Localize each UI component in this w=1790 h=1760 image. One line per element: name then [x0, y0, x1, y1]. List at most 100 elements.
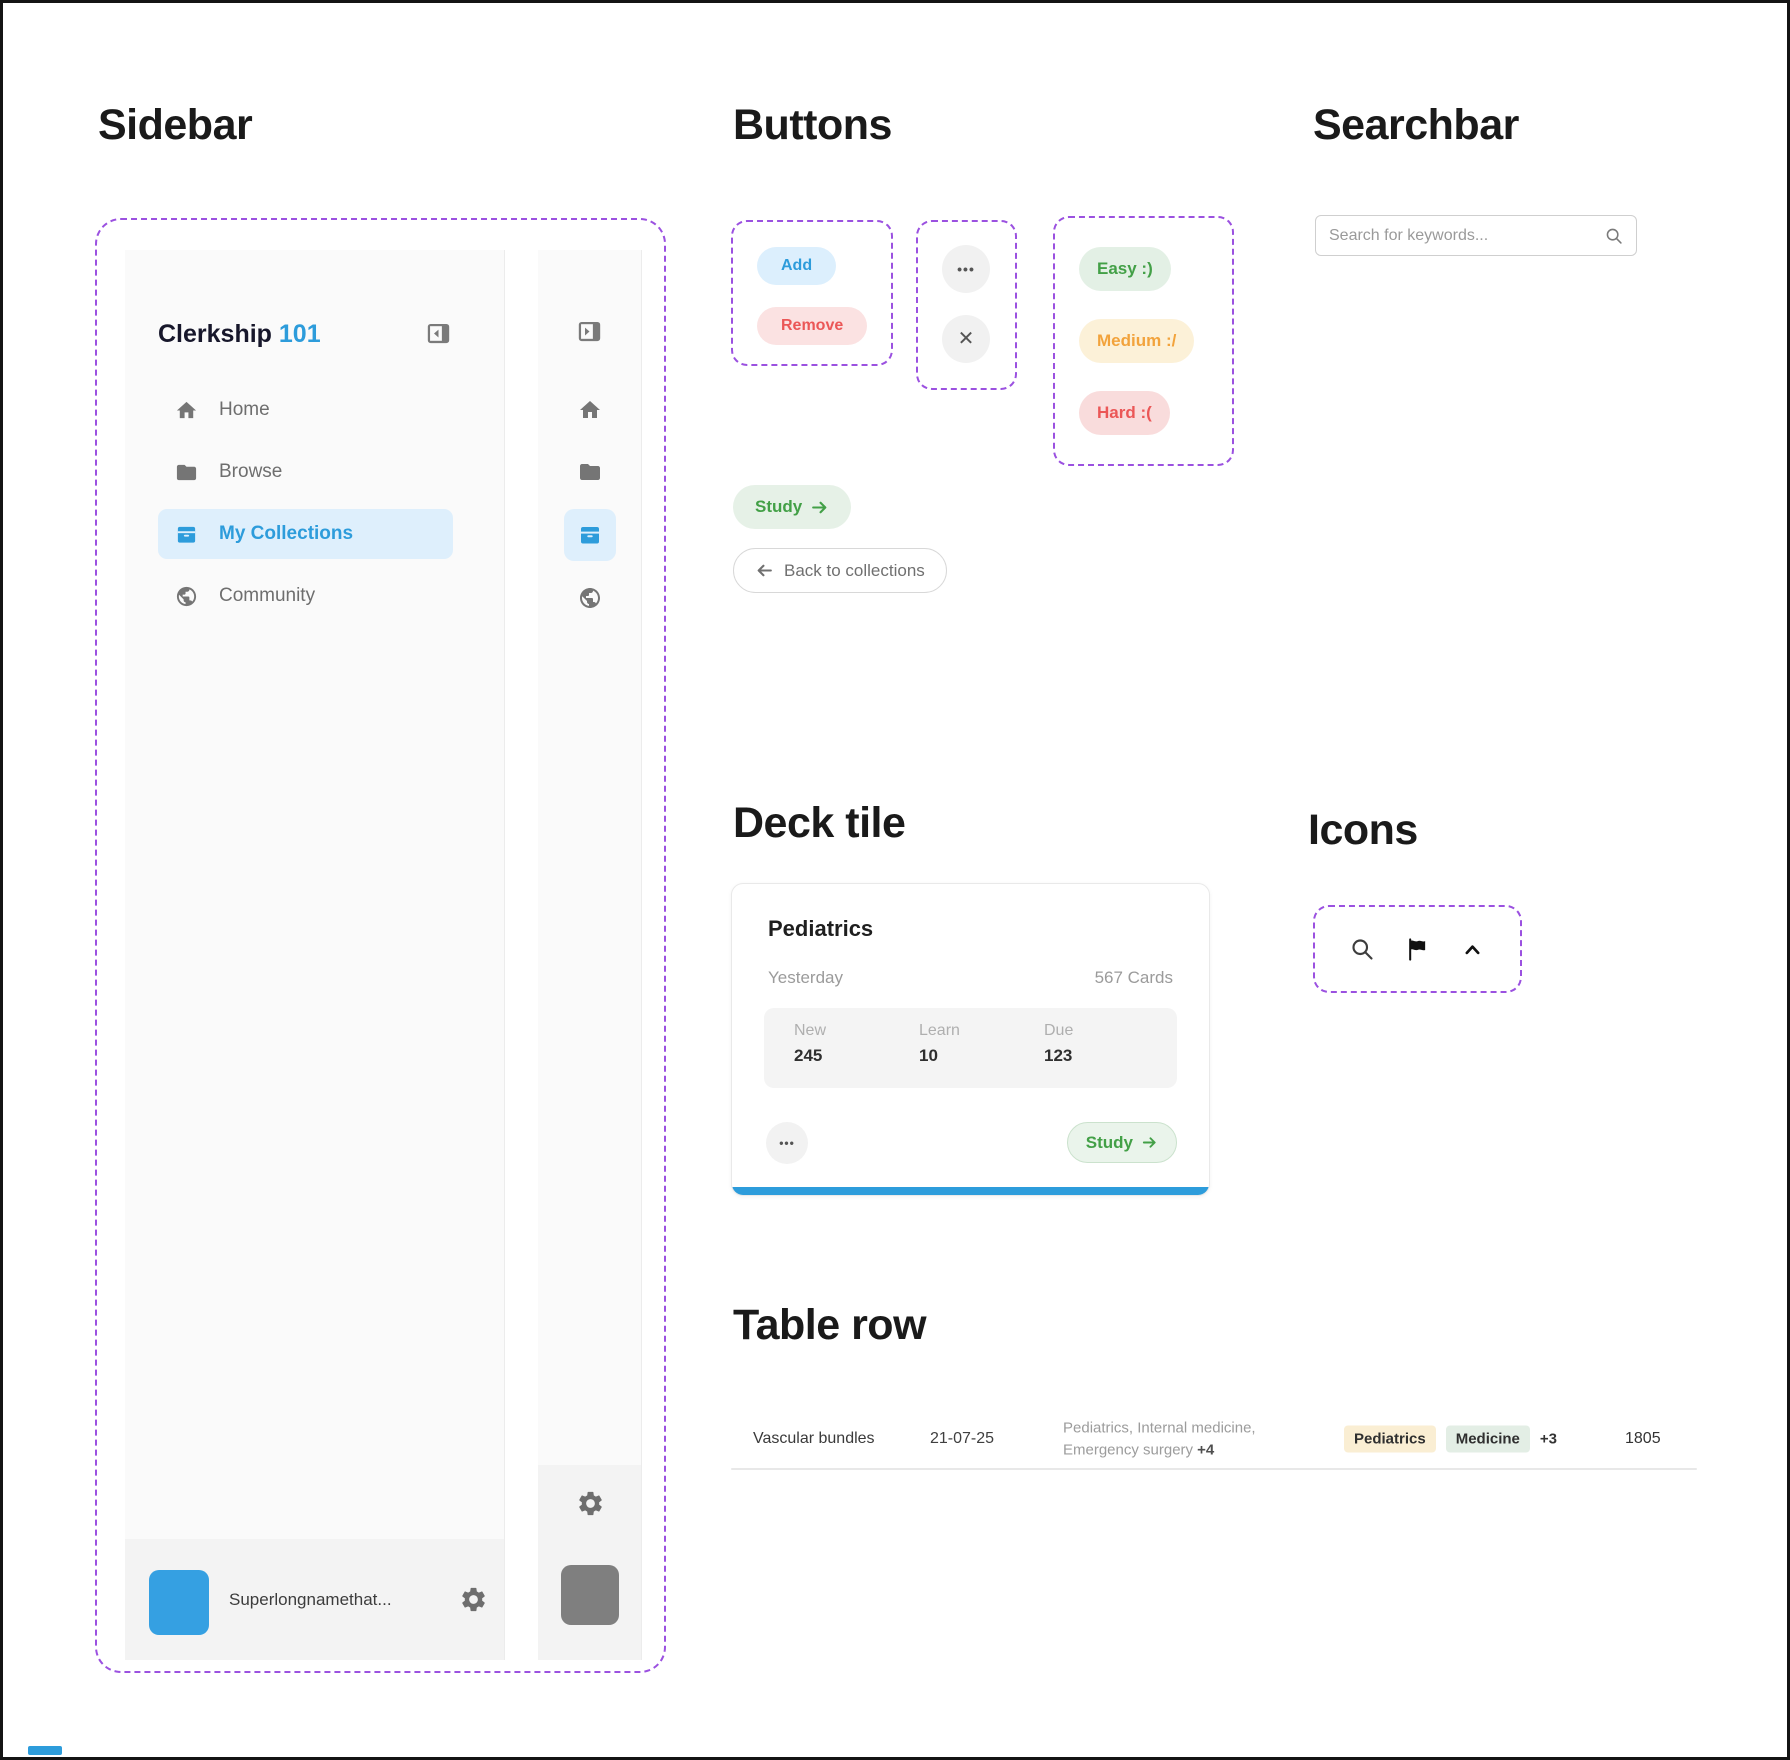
sidebar-collapse-icon: [427, 323, 450, 344]
sidebar-item-community[interactable]: Community: [158, 571, 453, 621]
back-to-collections-button[interactable]: Back to collections: [733, 548, 947, 593]
gear-icon: [462, 1587, 485, 1612]
sidebar-user-section: [538, 1465, 641, 1660]
home-icon: [176, 401, 197, 418]
flag-icon: [1409, 937, 1426, 961]
row-date: 21-07-25: [930, 1430, 995, 1447]
buttons-group-difficulty: Easy :) Medium :/ Hard :(: [1053, 216, 1234, 466]
avatar: [149, 1570, 209, 1635]
stat-label: Due: [1044, 1022, 1074, 1039]
sidebar-collapsed-nav: [538, 385, 641, 635]
section-title-buttons: Buttons: [733, 101, 892, 149]
back-button-label: Back to collections: [784, 560, 925, 580]
deck-last-studied: Yesterday: [768, 968, 843, 987]
deck-tile[interactable]: Pediatrics Yesterday 567 Cards New 245 L…: [731, 883, 1210, 1196]
arrow-left-icon: [757, 564, 772, 577]
buttons-group-add-remove: Add Remove: [731, 220, 893, 366]
folder-icon: [176, 464, 197, 480]
collections-box-icon: [580, 527, 599, 544]
ellipsis-icon: •••: [779, 1136, 795, 1150]
sidebar-item-home[interactable]: [564, 385, 616, 435]
user-name: Superlongnamethat...: [229, 1589, 392, 1609]
sidebar-item-label: Browse: [219, 461, 283, 482]
stat-label: New: [794, 1022, 827, 1039]
search-icon[interactable]: [1604, 226, 1624, 246]
sidebar-collapsed: [538, 250, 642, 1660]
brand-title: Clerkship 101: [158, 320, 321, 349]
arrow-right-icon: [812, 501, 827, 513]
row-tags: Pediatrics Medicine +3: [1344, 1425, 1558, 1453]
row-specialties-line1: Pediatrics, Internal medicine,: [1063, 1419, 1256, 1437]
add-button[interactable]: Add: [757, 247, 837, 285]
tag-medicine: Medicine: [1445, 1425, 1530, 1453]
search-input[interactable]: [1316, 226, 1604, 245]
deck-stats: New 245 Learn 10 Due 123: [764, 1008, 1177, 1088]
deck-cards-count: 567 Cards: [1094, 968, 1173, 987]
row-specialties-more: +4: [1197, 1441, 1215, 1458]
stat-new: New 245: [794, 1022, 826, 1066]
cropped-progress-bar-artifact: [28, 1746, 62, 1755]
table-row[interactable]: Vascular bundles 21-07-25 Pediatrics, In…: [731, 1408, 1697, 1470]
sidebar-item-my-collections[interactable]: My Collections: [158, 509, 453, 559]
section-title-table-row: Table row: [733, 1301, 927, 1349]
sidebar-item-label: My Collections: [219, 523, 354, 544]
sidebar-expand-icon: [578, 321, 601, 342]
stat-value: 10: [919, 1046, 938, 1065]
remove-button[interactable]: Remove: [757, 307, 868, 345]
close-button[interactable]: ✕: [942, 315, 990, 363]
study-button[interactable]: Study: [733, 485, 852, 529]
settings-button[interactable]: [459, 1585, 488, 1614]
sidebar-item-browse[interactable]: [564, 447, 616, 497]
stat-value: 245: [794, 1046, 823, 1065]
search-icon: [1352, 938, 1373, 960]
search-bar: [1315, 215, 1637, 256]
easy-button[interactable]: Easy :): [1079, 247, 1171, 291]
icons-specimen-group: [1313, 905, 1522, 993]
row-divider: [731, 1468, 1697, 1470]
deck-study-button[interactable]: Study: [1066, 1122, 1177, 1163]
sidebar-collapse-button[interactable]: [425, 320, 452, 347]
sidebar-item-label: Home: [219, 399, 270, 420]
globe-icon: [579, 588, 600, 608]
row-specialties: Pediatrics, Internal medicine, Emergency…: [1063, 1417, 1256, 1461]
deck-more-button[interactable]: •••: [766, 1122, 808, 1164]
row-card-count: 1805: [1625, 1430, 1661, 1447]
stat-learn: Learn 10: [919, 1022, 960, 1066]
gear-icon: [579, 1491, 602, 1516]
avatar: [561, 1565, 619, 1625]
close-icon: ✕: [957, 328, 975, 350]
deck-progress-bar: [732, 1187, 1209, 1195]
study-button-label: Study: [755, 497, 803, 516]
hard-button[interactable]: Hard :(: [1079, 391, 1170, 435]
sidebar-item-community[interactable]: [564, 573, 616, 623]
sidebar-item-browse[interactable]: Browse: [158, 447, 453, 497]
section-title-sidebar: Sidebar: [98, 101, 253, 149]
sidebar-user-section: Superlongnamethat...: [125, 1539, 504, 1660]
sidebar-specimen-outline: Clerkship 101 Home Browse My Collections: [95, 218, 666, 1673]
stat-value: 123: [1044, 1046, 1073, 1065]
brand-name: Clerkship: [158, 320, 272, 348]
buttons-group-icon-buttons: ••• ✕: [916, 220, 1017, 390]
sidebar-nav: Home Browse My Collections Community: [158, 385, 453, 633]
section-title-deck-tile: Deck tile: [733, 799, 906, 847]
sidebar-item-label: Community: [219, 585, 316, 606]
home-icon: [579, 401, 600, 418]
chevron-up-icon: [1465, 944, 1480, 954]
section-title-searchbar: Searchbar: [1313, 101, 1519, 149]
stat-label: Learn: [919, 1022, 960, 1039]
deck-title: Pediatrics: [768, 916, 874, 941]
tags-more-badge: +3: [1539, 1430, 1558, 1448]
sidebar-expand-button[interactable]: [576, 318, 603, 345]
sidebar-item-home[interactable]: Home: [158, 385, 453, 435]
more-button[interactable]: •••: [942, 245, 990, 293]
medium-button[interactable]: Medium :/: [1079, 319, 1195, 363]
stat-due: Due 123: [1044, 1022, 1073, 1066]
collections-box-icon: [177, 526, 196, 543]
sidebar-item-my-collections[interactable]: [563, 509, 616, 561]
sidebar-expanded: Clerkship 101 Home Browse My Collections: [125, 250, 505, 1660]
section-title-icons: Icons: [1308, 806, 1418, 854]
arrow-right-icon: [1142, 1137, 1156, 1148]
tag-pediatrics: Pediatrics: [1344, 1425, 1436, 1453]
settings-button[interactable]: [576, 1489, 605, 1518]
